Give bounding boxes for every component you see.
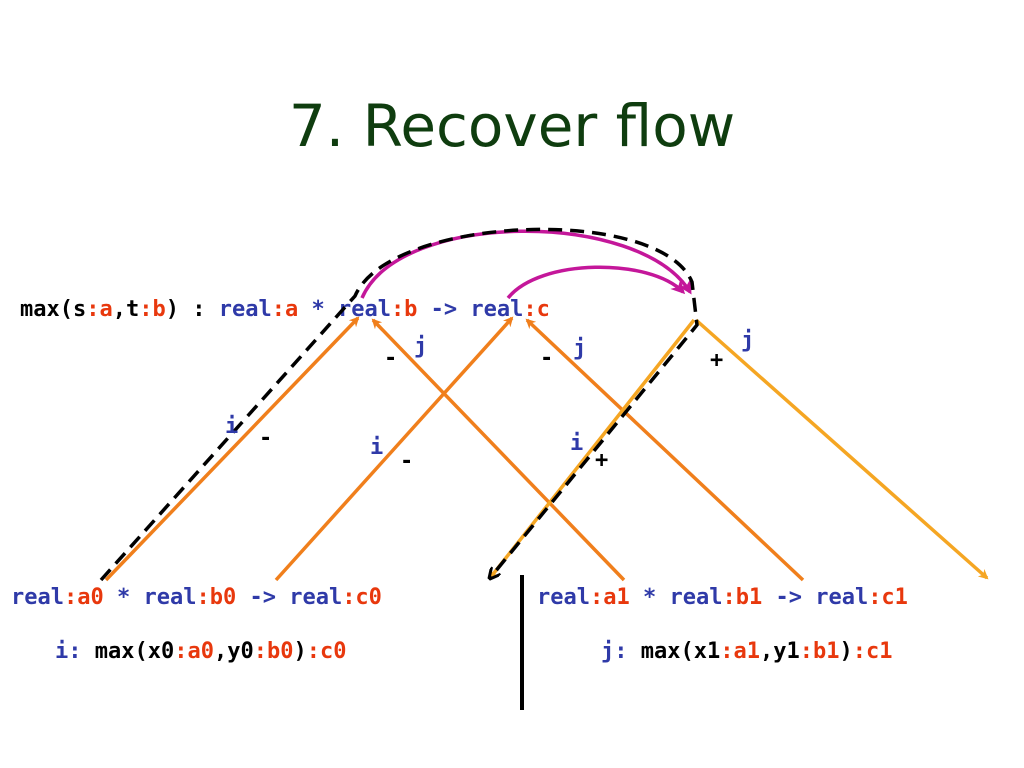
right-type-line: real:a1 * real:b1 -> real:c1: [537, 587, 908, 609]
right-call-part: ,y1: [759, 639, 800, 664]
left-call-part: :b0: [253, 639, 294, 664]
left-call-part: i:: [55, 639, 95, 664]
right-type-part: :b1: [722, 585, 763, 610]
sig-part: real: [218, 297, 272, 322]
edge-a1-to-a: [371, 318, 626, 582]
left-type-part: ->: [236, 585, 290, 610]
sig-part: :b: [139, 297, 166, 322]
sig-part: real: [470, 297, 524, 322]
right-call-part: max(x1: [640, 639, 721, 664]
recovered-flow-path: [99, 227, 699, 580]
edge-label-i: i: [370, 435, 384, 460]
edge-label-i: i: [570, 431, 584, 456]
edge-a0-to-a: [104, 316, 360, 582]
sig-part: :a: [271, 297, 299, 322]
right-call-part: j:: [601, 639, 641, 664]
edge-label-minus: -: [384, 346, 398, 371]
edge-b-to-c-curve: [506, 265, 686, 300]
right-type-part: ->: [762, 585, 816, 610]
right-type-part: real: [537, 585, 590, 610]
left-type-part: real: [143, 585, 197, 610]
sig-part: *: [298, 297, 338, 322]
edge-a-to-c-curve: [360, 229, 692, 299]
sig-part: :c: [523, 297, 550, 322]
right-type-part: real: [669, 585, 723, 610]
left-call-part: max(x0: [94, 639, 175, 664]
left-type-part: :b0: [196, 585, 237, 610]
edge-label-plus: +: [710, 348, 724, 373]
edge-label-minus: -: [540, 346, 554, 371]
right-call-part: :c1: [852, 639, 893, 664]
left-call-part: ): [293, 639, 307, 664]
sig-part: max(s: [20, 297, 87, 322]
edge-label-j: j: [414, 334, 428, 359]
right-call-part: :b1: [799, 639, 840, 664]
sig-part: real: [337, 297, 391, 322]
left-call-part: ,y0: [213, 639, 254, 664]
edge-label-i: i: [225, 414, 239, 439]
left-type-part: :a0: [63, 585, 104, 610]
left-call-part: :a0: [174, 639, 214, 664]
sig-part: ) :: [165, 297, 219, 322]
edge-label-j: j: [573, 336, 587, 361]
sig-part: :b: [390, 297, 418, 322]
left-type-part: *: [103, 585, 144, 610]
right-call-line: j: max(x1:a1,y1:b1):c1: [601, 641, 892, 663]
right-type-part: real: [815, 585, 869, 610]
left-type-part: real: [11, 585, 64, 610]
edge-b0-to-b: [274, 316, 514, 582]
right-call-part: ): [839, 639, 853, 664]
sig-part: ,t: [112, 297, 140, 322]
left-type-part: :c0: [342, 585, 382, 610]
edge-label-plus: +: [595, 448, 609, 473]
right-call-part: :a1: [720, 639, 760, 664]
sig-part: :a: [86, 297, 113, 322]
right-type-part: :a1: [589, 585, 630, 610]
edge-label-minus: -: [400, 449, 414, 474]
left-call-part: :c0: [306, 639, 347, 664]
right-type-part: :c1: [868, 585, 908, 610]
left-call-line: i: max(x0:a0,y0:b0):c0: [55, 641, 346, 663]
left-type-part: real: [289, 585, 343, 610]
right-type-part: *: [629, 585, 670, 610]
signature-line: max(s:a,t:b) : real:a * real:b -> real:c: [20, 299, 550, 321]
edge-c-to-c1: [694, 318, 989, 580]
edge-label-j: j: [741, 328, 755, 353]
edge-label-minus: -: [259, 426, 273, 451]
edge-b1-to-b: [525, 318, 805, 582]
slide-title: 7. Recover flow: [288, 92, 736, 160]
left-type-line: real:a0 * real:b0 -> real:c0: [11, 587, 382, 609]
sig-part: ->: [417, 297, 471, 322]
